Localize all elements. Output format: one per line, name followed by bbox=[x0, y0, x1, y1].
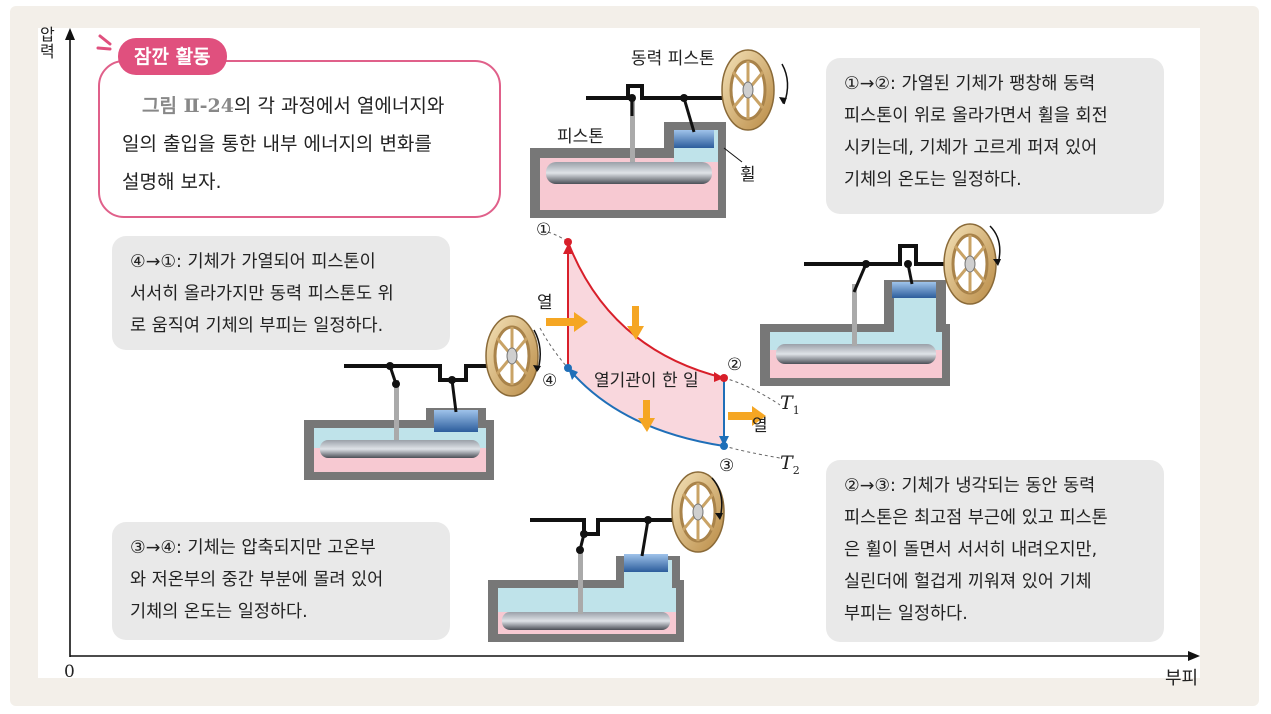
heat-arrow-icon bbox=[638, 418, 655, 432]
engine-left bbox=[304, 314, 541, 480]
displacer-piston bbox=[776, 344, 936, 364]
piston-label: 피스톤 bbox=[557, 127, 604, 147]
note-process-3-4: ③→④: 기체는 압축되지만 고온부 와 저온부의 중간 부분에 몰려 있어 기… bbox=[112, 522, 450, 640]
origin-label: 0 bbox=[64, 662, 75, 682]
point-3-label: ③ bbox=[719, 456, 735, 476]
isotherm-T2-label: T2 bbox=[780, 452, 800, 477]
note-line: 시키는데, 기체가 고르게 퍼져 있어 bbox=[844, 138, 1098, 158]
note-line: ②→③: 기체가 냉각되는 동안 동력 bbox=[844, 476, 1096, 496]
note-line: ③→④: 기체는 압축되지만 고온부 bbox=[130, 538, 376, 558]
point-1-label: ① bbox=[536, 220, 552, 240]
note-line: ④→①: 기체가 가열되어 피스톤이 bbox=[130, 252, 376, 272]
sparkle-icon bbox=[96, 34, 112, 51]
t1-symbol: T bbox=[780, 392, 793, 414]
power-piston bbox=[892, 282, 936, 298]
note-process-4-1: ④→①: 기체가 가열되어 피스톤이 서서히 올라가지만 동력 피스톤도 위 로… bbox=[112, 236, 450, 350]
note-line: 서서히 올라가지만 동력 피스톤도 위 bbox=[130, 284, 394, 304]
note-line: 피스톤이 위로 올라가면서 휠을 회전 bbox=[844, 106, 1108, 126]
x-axis-label: 부피 bbox=[1165, 668, 1199, 689]
point-2-label: ② bbox=[727, 355, 743, 375]
y-axis-label: 압력 bbox=[40, 25, 55, 61]
figure-reference: 그림 Ⅱ-24 bbox=[142, 95, 234, 117]
t1-subscript: 1 bbox=[792, 403, 800, 417]
activity-text-line-3: 설명해 보자. bbox=[122, 171, 222, 193]
note-process-1-2: ①→②: 가열된 기체가 팽창해 동력 피스톤이 위로 올라가면서 휠을 회전 … bbox=[826, 58, 1164, 214]
power-piston bbox=[624, 554, 668, 572]
heat-out-arrow-icon bbox=[752, 406, 766, 426]
state-point-3 bbox=[720, 442, 728, 450]
power-piston-label: 동력 피스톤 bbox=[631, 49, 715, 69]
isotherm-T1 bbox=[723, 377, 781, 406]
note-line: 실린더에 헐겁게 끼워져 있어 기체 bbox=[844, 572, 1092, 592]
state-point-1 bbox=[564, 238, 572, 246]
hot-isotherm-curve bbox=[567, 241, 725, 379]
note-line: 피스톤은 최고점 부근에 있고 피스톤 bbox=[844, 508, 1108, 528]
note-line: 기체의 온도는 일정하다. bbox=[844, 170, 1022, 190]
point-4-label: ④ bbox=[542, 371, 558, 391]
note-line: 은 휠이 돌면서 서서히 내려오지만, bbox=[844, 540, 1098, 560]
note-line: 부피는 일정하다. bbox=[844, 604, 968, 624]
y-axis-arrow-icon bbox=[65, 28, 75, 40]
state-point-2 bbox=[720, 374, 728, 382]
heat-out-label: 열 bbox=[752, 416, 768, 436]
power-piston bbox=[674, 130, 714, 148]
state-point-4 bbox=[564, 364, 572, 372]
activity-text-line-2: 일의 출입을 통한 내부 에너지의 변화를 bbox=[122, 133, 432, 155]
heat-arrows bbox=[546, 306, 766, 432]
engine-bottom bbox=[488, 470, 726, 642]
heat-arrow-icon bbox=[627, 326, 644, 340]
heat-in-arrow-icon bbox=[574, 312, 588, 332]
t2-subscript: 2 bbox=[792, 463, 800, 477]
displacer-piston bbox=[320, 440, 480, 458]
displacer-rod bbox=[630, 100, 635, 162]
displacer-piston bbox=[502, 612, 670, 630]
heat-in-label: 열 bbox=[537, 293, 553, 313]
note-process-2-3: ②→③: 기체가 냉각되는 동안 동력 피스톤은 최고점 부근에 있고 피스톤 … bbox=[826, 460, 1164, 642]
note-line: 기체의 온도는 일정하다. bbox=[130, 602, 308, 622]
t2-symbol: T bbox=[780, 452, 793, 474]
isotherm-T1-label: T1 bbox=[780, 392, 800, 417]
engine-right bbox=[760, 222, 1001, 386]
activity-tag: 잠깐 활동 bbox=[118, 38, 227, 75]
wheel-label: 휠 bbox=[740, 165, 756, 185]
power-piston bbox=[434, 410, 478, 432]
cold-isotherm-curve bbox=[567, 367, 725, 447]
x-axis-arrow-icon bbox=[1188, 651, 1200, 661]
displacer-piston bbox=[546, 162, 712, 184]
activity-text-line-1: 의 각 과정에서 열에너지와 bbox=[233, 95, 445, 117]
activity-callout: 그림 Ⅱ-24의 각 과정에서 열에너지와 일의 출입을 통한 내부 에너지의 … bbox=[98, 60, 501, 218]
crank-linkage bbox=[586, 84, 740, 100]
note-line: ①→②: 가열된 기체가 팽창해 동력 bbox=[844, 74, 1096, 94]
isotherm-T2 bbox=[723, 445, 781, 459]
engine-top bbox=[530, 48, 789, 218]
note-line: 와 저온부의 중간 부분에 몰려 있어 bbox=[130, 570, 384, 590]
work-label: 열기관이 한 일 bbox=[594, 371, 699, 391]
note-line: 로 움직여 기체의 부피는 일정하다. bbox=[130, 316, 384, 336]
